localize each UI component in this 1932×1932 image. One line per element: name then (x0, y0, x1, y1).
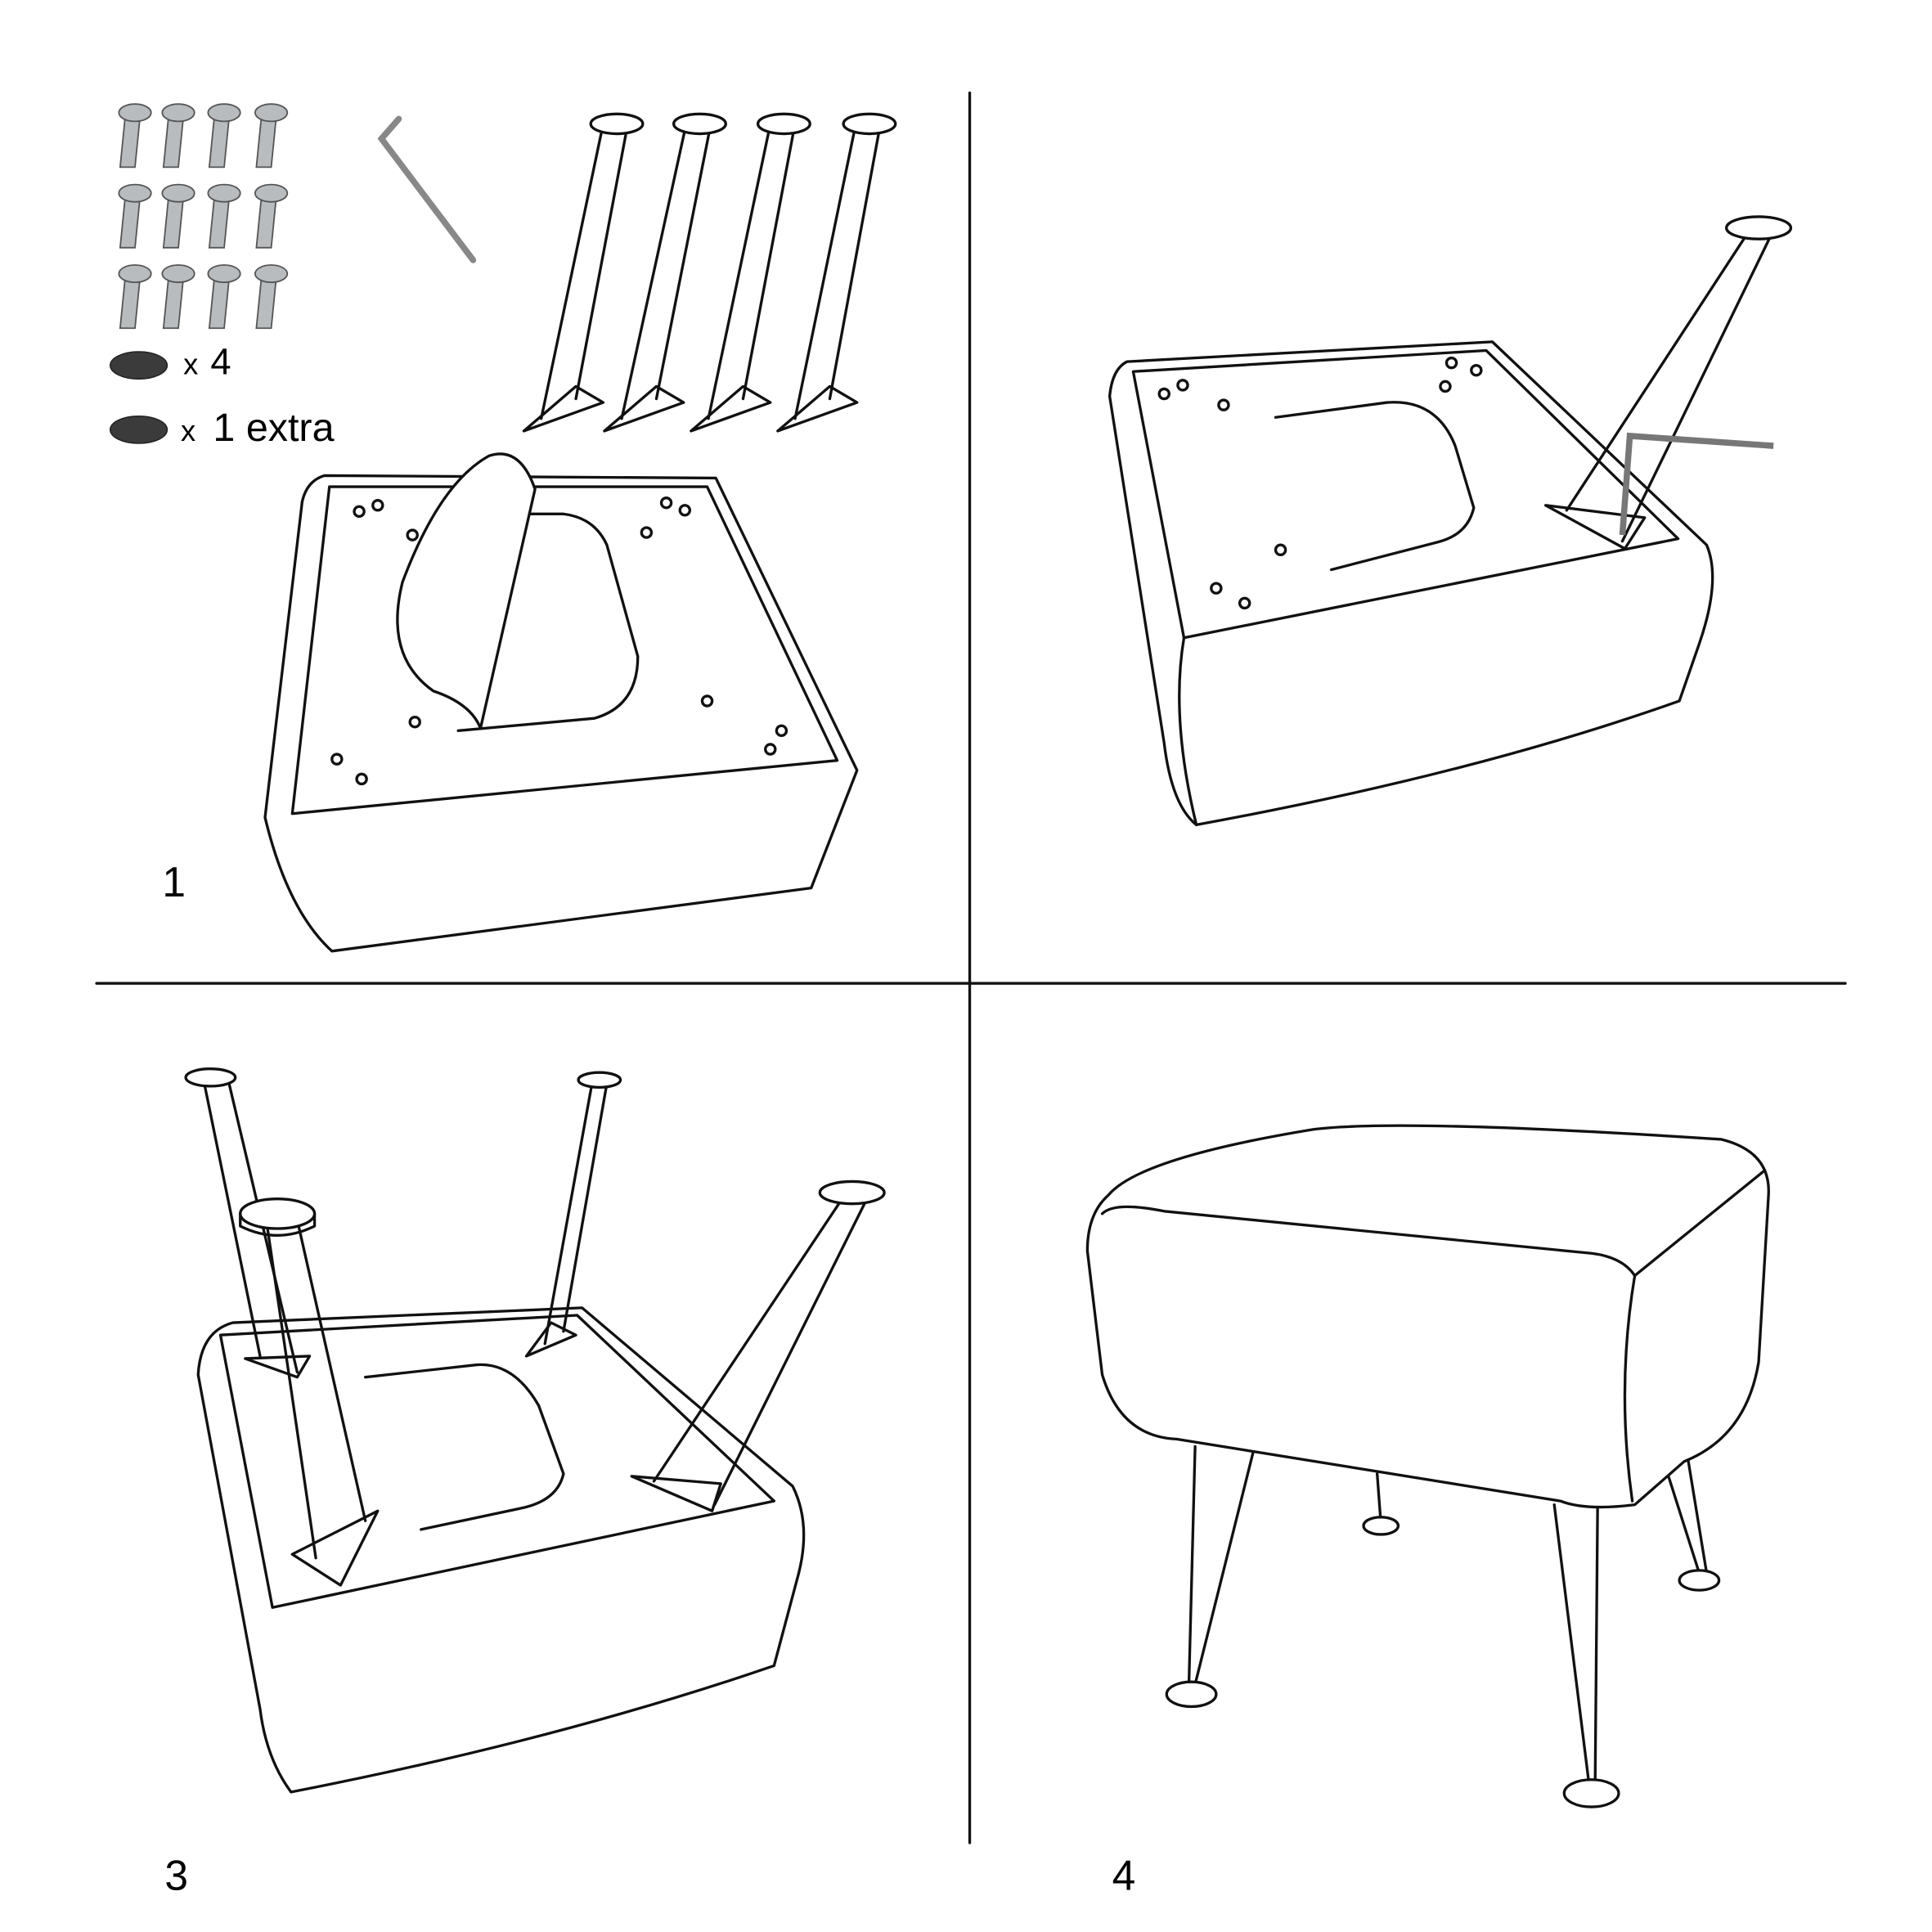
hairpin-legs (522, 112, 897, 433)
screw-shank (119, 277, 142, 330)
extra-pad-label: 1 extra (213, 406, 334, 450)
hairpin-leg (522, 112, 645, 433)
hairpin-leg (603, 112, 727, 433)
screw-head (118, 183, 152, 203)
hairpin-legs (184, 1067, 886, 1587)
screw-head (118, 103, 152, 123)
screw-head (254, 103, 289, 123)
extra-felt-pad-icon (109, 415, 168, 444)
hairpin-legs (1165, 1435, 1721, 1808)
step-3-panel: 3 (164, 1067, 886, 1899)
assembled-ottoman (1085, 1124, 1770, 1509)
screw-head (254, 264, 289, 284)
step-number: 1 (162, 858, 186, 905)
screw-head (207, 183, 241, 203)
screw-shank (162, 197, 185, 249)
screw-head (161, 103, 195, 123)
ottoman-upside-down (263, 452, 859, 953)
screw-shank (255, 197, 277, 249)
step-number: 3 (164, 1852, 188, 1899)
screw-shank (208, 116, 231, 168)
screw-head (207, 264, 241, 284)
pads-qty: 4 (210, 340, 231, 382)
step-1-panel: x 4 x 1 extra 1 (109, 103, 897, 953)
allen-key-icon (377, 115, 477, 263)
hairpin-leg (776, 112, 897, 433)
step-2-panel (1108, 215, 1793, 827)
screw-head (161, 264, 195, 284)
screw-shank (162, 116, 185, 168)
extra-pad-prefix: x (181, 414, 195, 447)
step-number: 4 (1112, 1852, 1136, 1899)
screw-head (207, 103, 241, 123)
screw-shank (255, 277, 277, 330)
screw-shank (119, 116, 142, 168)
screw-shank (208, 277, 231, 330)
screw-shank (119, 197, 142, 249)
screws-icon (118, 103, 289, 330)
screw-shank (162, 277, 185, 330)
screw-shank (255, 116, 277, 168)
hairpin-leg (690, 112, 811, 433)
screw-head (118, 264, 152, 284)
screw-head (161, 183, 195, 203)
felt-pad-icon (109, 351, 168, 380)
allen-key-icon (1619, 432, 1774, 536)
hairpin-leg (1543, 215, 1793, 550)
screw-head (254, 183, 289, 203)
screw-shank (208, 197, 231, 249)
step-4-panel: 4 (1085, 1124, 1770, 1899)
pads-qty-prefix: x (183, 347, 198, 380)
